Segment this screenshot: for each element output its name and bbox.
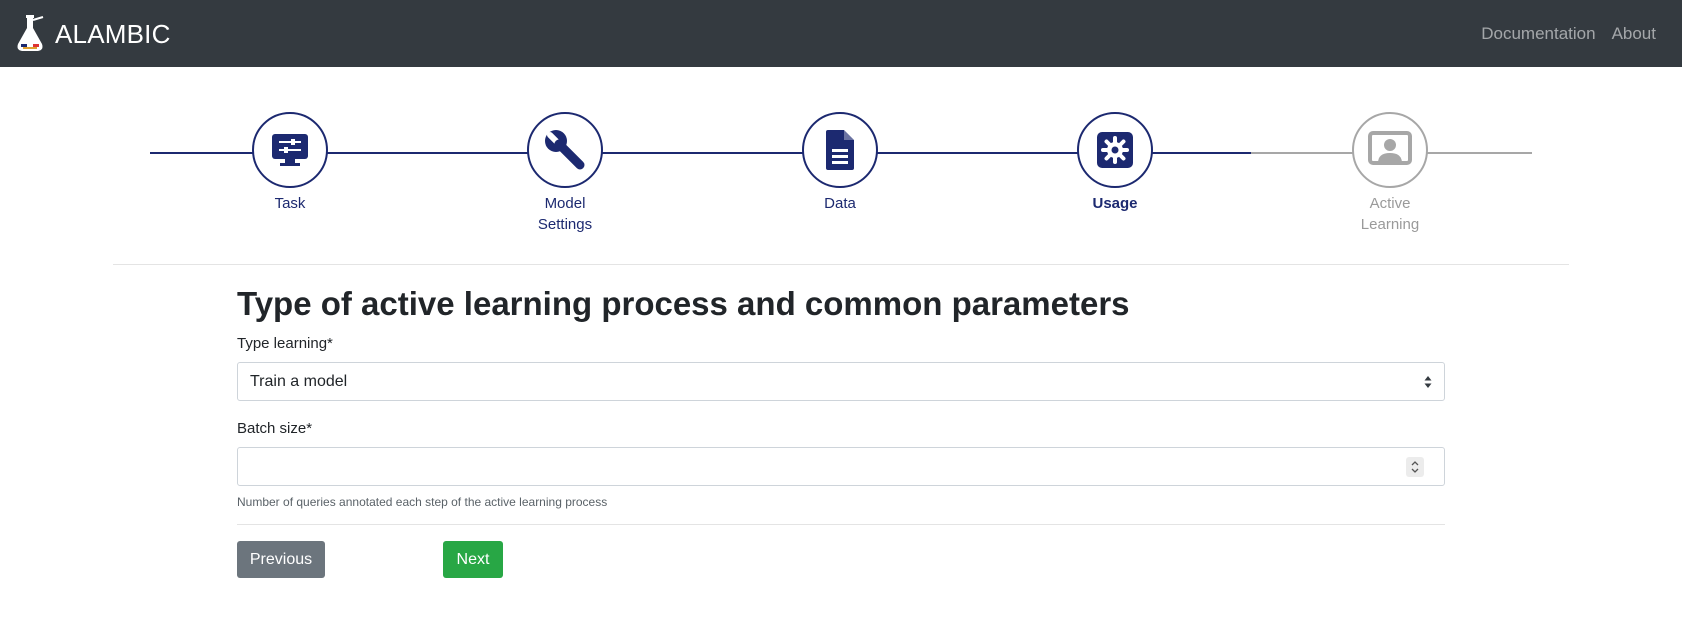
step-circle — [1077, 112, 1153, 188]
next-button[interactable]: Next — [443, 541, 503, 578]
monitor-settings-icon — [272, 134, 308, 166]
step-model-settings[interactable]: Model Settings — [480, 112, 650, 235]
step-label: Task — [274, 195, 306, 212]
step-label: Data — [824, 195, 856, 212]
divider — [237, 524, 1445, 525]
batch-size-help-text: Number of queries annotated each step of… — [237, 495, 608, 509]
divider — [113, 264, 1569, 265]
progress-stepper: Task Model Settings Data — [150, 112, 1532, 242]
navbar: ALAMBIC Documentation About — [0, 0, 1682, 67]
step-label: Active Learning — [1360, 195, 1420, 233]
brand-name: ALAMBIC — [55, 18, 171, 49]
step-active-learning[interactable]: Active Learning — [1305, 112, 1475, 235]
brand-link[interactable]: ALAMBIC — [14, 14, 171, 54]
page-title: Type of active learning process and comm… — [237, 285, 1130, 322]
select-arrows-icon — [1424, 376, 1432, 388]
gear-icon — [1097, 132, 1133, 168]
alembic-logo-icon — [17, 15, 44, 51]
wrench-icon — [545, 130, 585, 170]
step-data[interactable]: Data — [755, 112, 925, 214]
previous-button[interactable]: Previous — [237, 541, 325, 578]
nav-links: Documentation About — [1465, 0, 1656, 67]
step-circle — [527, 112, 603, 188]
step-label: Usage — [1092, 195, 1138, 212]
number-spinner[interactable] — [1406, 457, 1424, 477]
batch-size-input[interactable] — [250, 451, 1400, 482]
user-screen-icon — [1368, 131, 1412, 165]
nav-link-about[interactable]: About — [1611, 23, 1656, 43]
batch-size-label: Batch size* — [237, 420, 313, 437]
active-learning-form: Type of active learning process and comm… — [237, 282, 1445, 581]
spinner-arrows-icon — [1411, 461, 1419, 473]
type-learning-selected-value: Train a model — [250, 372, 348, 390]
step-label: Model Settings — [537, 195, 593, 233]
step-circle — [802, 112, 878, 188]
stepper-track-completed — [150, 152, 1251, 154]
form-buttons: Previous Next — [237, 541, 1445, 581]
nav-link-documentation[interactable]: Documentation — [1481, 23, 1596, 43]
type-learning-select[interactable]: Train a model — [237, 362, 1445, 401]
file-icon — [826, 130, 854, 170]
step-task[interactable]: Task — [205, 112, 375, 214]
step-circle — [1352, 112, 1428, 188]
batch-size-field[interactable] — [237, 447, 1445, 486]
step-circle — [252, 112, 328, 188]
type-learning-label: Type learning* — [237, 335, 333, 352]
step-usage[interactable]: Usage — [1030, 112, 1200, 214]
